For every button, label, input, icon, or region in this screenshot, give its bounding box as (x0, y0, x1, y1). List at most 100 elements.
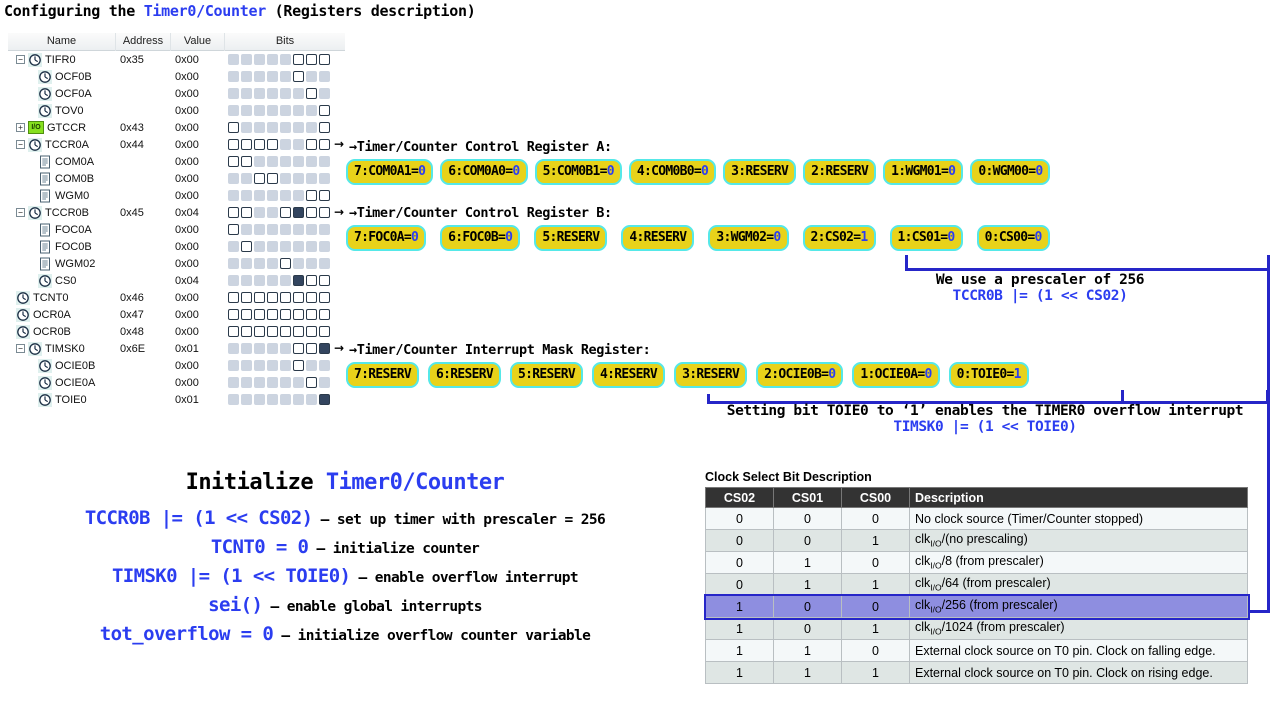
register-value-cell[interactable]: 0x00 (175, 155, 199, 168)
bit-checkbox-0[interactable] (319, 105, 330, 116)
bit-checkbox-7[interactable] (228, 309, 239, 320)
bit-checkbox-0[interactable] (319, 190, 330, 201)
bit-checkbox-2[interactable] (293, 309, 304, 320)
register-value-cell[interactable]: 0x04 (175, 274, 199, 287)
bit-checkbox-0[interactable] (319, 343, 330, 354)
bit-checkbox-4[interactable] (267, 309, 278, 320)
bit-checkbox-1[interactable] (306, 88, 317, 99)
bit-checkbox-1[interactable] (306, 377, 317, 388)
bit-checkbox-4[interactable] (267, 173, 278, 184)
bit-checkbox-7[interactable] (228, 224, 239, 235)
register-value-cell[interactable]: 0x00 (175, 325, 199, 338)
bit-checkbox-2[interactable] (293, 343, 304, 354)
bit-checkbox-1[interactable] (306, 275, 317, 286)
bit-checkbox-0[interactable] (319, 394, 330, 405)
bit-checkbox-2[interactable] (293, 326, 304, 337)
bit-checkbox-7[interactable] (228, 156, 239, 167)
bit-checkbox-0[interactable] (319, 309, 330, 320)
bit-checkbox-6[interactable] (241, 207, 252, 218)
bit-checkbox-4[interactable] (267, 326, 278, 337)
bit-checkbox-4[interactable] (267, 292, 278, 303)
bit-checkbox-7[interactable] (228, 292, 239, 303)
bit-checkbox-5[interactable] (254, 309, 265, 320)
collapse-toggle-icon[interactable]: − (16, 208, 25, 217)
bit-checkbox-2[interactable] (293, 54, 304, 65)
register-value-cell[interactable]: 0x00 (175, 104, 199, 117)
register-value-cell[interactable]: 0x01 (175, 342, 199, 355)
bit-checkbox-7[interactable] (228, 139, 239, 150)
expand-toggle-icon[interactable]: + (16, 123, 25, 132)
bit-checkbox-1[interactable] (306, 326, 317, 337)
register-value-cell[interactable]: 0x00 (175, 87, 199, 100)
register-value-cell[interactable]: 0x00 (175, 240, 199, 253)
register-value-cell[interactable]: 0x00 (175, 138, 199, 151)
register-value-cell[interactable]: 0x00 (175, 70, 199, 83)
bit-checkbox-6[interactable] (241, 292, 252, 303)
bit-checkbox-2[interactable] (293, 292, 304, 303)
register-value-cell[interactable]: 0x00 (175, 257, 199, 270)
bit-checkbox-1[interactable] (306, 292, 317, 303)
bit-checkbox-7[interactable] (228, 207, 239, 218)
bit-checkbox-0[interactable] (319, 122, 330, 133)
collapse-toggle-icon[interactable]: − (16, 344, 25, 353)
register-value-cell[interactable]: 0x00 (175, 189, 199, 202)
bit-checkbox-5[interactable] (254, 326, 265, 337)
bit-checkbox-0[interactable] (319, 326, 330, 337)
register-value-cell[interactable]: 0x01 (175, 393, 199, 406)
bit-checkbox-2[interactable] (293, 275, 304, 286)
register-value-cell[interactable]: 0x04 (175, 206, 199, 219)
bit-checkbox-6[interactable] (241, 241, 252, 252)
bit-checkbox-0[interactable] (319, 292, 330, 303)
bit-checkbox-1[interactable] (306, 343, 317, 354)
bit-checkbox-0[interactable] (319, 54, 330, 65)
collapse-toggle-icon[interactable]: − (16, 140, 25, 149)
bit-checkbox-0[interactable] (319, 275, 330, 286)
bit-checkbox-6[interactable] (241, 156, 252, 167)
register-value-cell[interactable]: 0x00 (175, 291, 199, 304)
bit-checkbox-5[interactable] (254, 173, 265, 184)
bit-checkbox-2[interactable] (293, 207, 304, 218)
register-value-cell[interactable]: 0x00 (175, 308, 199, 321)
register-value-cell[interactable]: 0x00 (175, 172, 199, 185)
bit-checkbox-1[interactable] (306, 309, 317, 320)
bit-checkbox-5[interactable] (254, 292, 265, 303)
bit-checkbox-3[interactable] (280, 207, 291, 218)
collapse-toggle-icon[interactable]: − (16, 55, 25, 64)
register-value-cell[interactable]: 0x00 (175, 121, 199, 134)
bit-checkbox-1[interactable] (306, 207, 317, 218)
register-value-cell[interactable]: 0x00 (175, 53, 199, 66)
bit-checkbox-6[interactable] (241, 309, 252, 320)
bit-checkbox-5[interactable] (254, 139, 265, 150)
bit-checkbox-1[interactable] (306, 139, 317, 150)
bit-checkbox-3[interactable] (280, 292, 291, 303)
bit-checkbox-3[interactable] (280, 326, 291, 337)
bit-checkbox-1[interactable] (306, 190, 317, 201)
bit-checkbox-4[interactable] (267, 139, 278, 150)
